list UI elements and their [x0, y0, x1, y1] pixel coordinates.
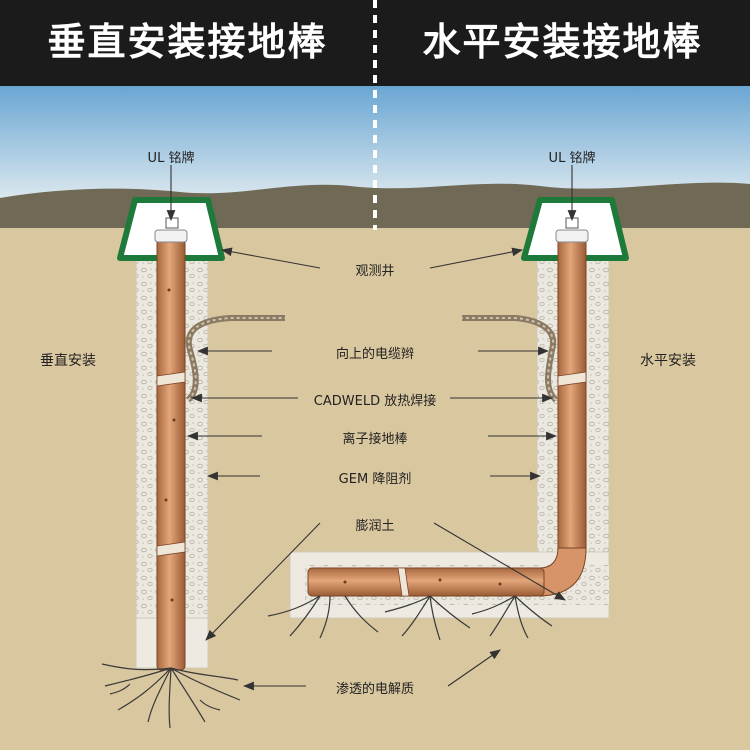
right-rod-cap: [555, 229, 589, 243]
label-cadweld: CADWELD 放热焊接: [313, 394, 437, 409]
right-electrolyte-roots: [267, 595, 553, 641]
right-ground-rod-vertical: [557, 231, 587, 553]
left-electrolyte-roots: [101, 663, 241, 729]
left-ul-plate: [165, 217, 179, 229]
left-rod-hole: [164, 498, 168, 502]
left-rod-joint: [156, 371, 186, 387]
left-cable-pigtail-strand: [187, 317, 285, 401]
label-ion-rod: 离子接地棒: [342, 432, 408, 447]
right-rod-joint: [397, 567, 410, 597]
left-rod-hole: [172, 418, 176, 422]
soil: [0, 228, 750, 750]
right-cable-pigtail-strand: [462, 317, 557, 401]
title-horizontal-install: 水平安装接地棒: [422, 20, 703, 64]
right-ground-rod-horizontal: [307, 567, 545, 597]
label-inspection-well: 观测井: [355, 264, 395, 279]
header-bar: [0, 0, 750, 86]
left-rod-hole: [170, 598, 174, 602]
label-electrolyte: 渗透的电解质: [335, 682, 415, 697]
label-ul-plate-right: UL 铭牌: [548, 151, 596, 166]
left-ground-rod: [156, 231, 186, 671]
label-gem: GEM 降阻剂: [338, 472, 412, 487]
left-rod-hole: [167, 288, 171, 292]
left-inspection-well: [117, 197, 225, 261]
right-inspection-well: [521, 197, 629, 261]
leader-lines: [166, 165, 577, 691]
title-vertical-install: 垂直安装接地棒: [47, 20, 328, 64]
label-side-vertical: 垂直安装: [40, 353, 96, 369]
right-rod-hole: [343, 580, 347, 584]
right-rod-hole: [438, 578, 442, 582]
hills: [0, 182, 750, 232]
label-cable-pigtail: 向上的电缆辫: [335, 347, 415, 362]
right-rod-hole: [498, 582, 502, 586]
left-rod-cap: [154, 229, 188, 243]
right-rod-joint: [557, 371, 587, 387]
label-bentonite: 膨润土: [355, 519, 395, 534]
label-ul-plate-left: UL 铭牌: [147, 151, 195, 166]
label-side-horizontal: 水平安装: [640, 353, 696, 369]
left-rod-joint: [156, 541, 186, 557]
